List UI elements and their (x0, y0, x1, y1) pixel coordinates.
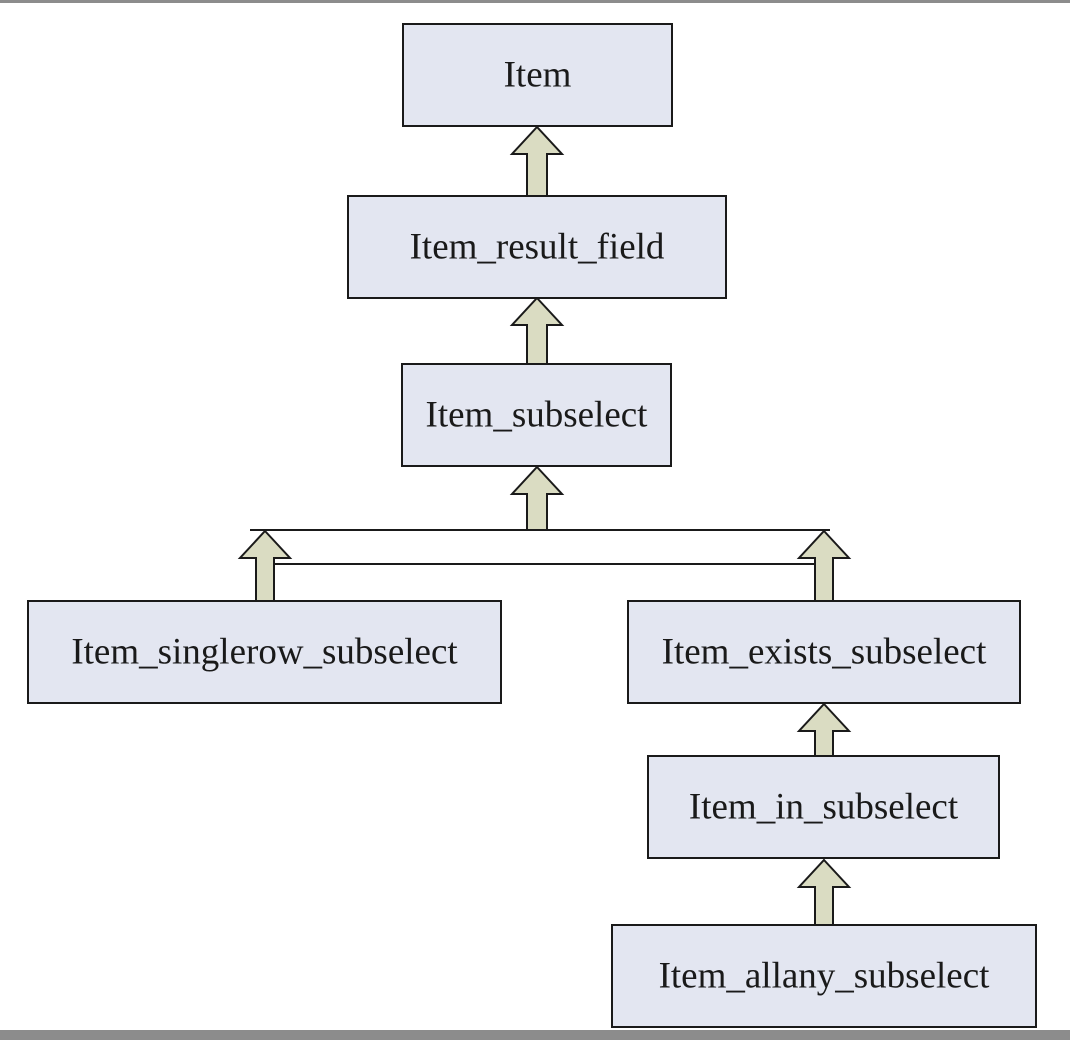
inheritance-arrow-subselect-to-result-field (509, 296, 565, 365)
inheritance-arrow-branch-to-subselect (509, 465, 565, 531)
inheritance-arrow-exists-to-branch (796, 529, 852, 602)
node-item-in-subselect-label: Item_in_subselect (689, 787, 959, 828)
node-item-allany-subselect-label: Item_allany_subselect (659, 956, 991, 997)
top-frame-bar (0, 0, 1070, 3)
node-item-result-field: Item_result_field (347, 195, 727, 299)
node-item-in-subselect: Item_in_subselect (647, 755, 1000, 859)
node-item-label: Item (504, 55, 572, 96)
inheritance-arrow-result-field-to-item (509, 125, 565, 197)
bottom-frame-bar (0, 1030, 1070, 1040)
node-item-allany-subselect: Item_allany_subselect (611, 924, 1037, 1028)
node-item-exists-subselect-label: Item_exists_subselect (662, 632, 987, 673)
inheritance-arrow-singlerow-to-branch (237, 529, 293, 602)
node-item-subselect: Item_subselect (401, 363, 672, 467)
node-item: Item (402, 23, 673, 127)
inheritance-arrow-in-to-exists (796, 702, 852, 757)
node-item-exists-subselect: Item_exists_subselect (627, 600, 1021, 704)
node-item-singlerow-subselect-label: Item_singlerow_subselect (71, 632, 458, 673)
node-item-subselect-label: Item_subselect (426, 395, 649, 436)
inheritance-arrow-allany-to-in (796, 858, 852, 926)
node-item-singlerow-subselect: Item_singlerow_subselect (27, 600, 502, 704)
node-item-result-field-label: Item_result_field (410, 227, 665, 268)
